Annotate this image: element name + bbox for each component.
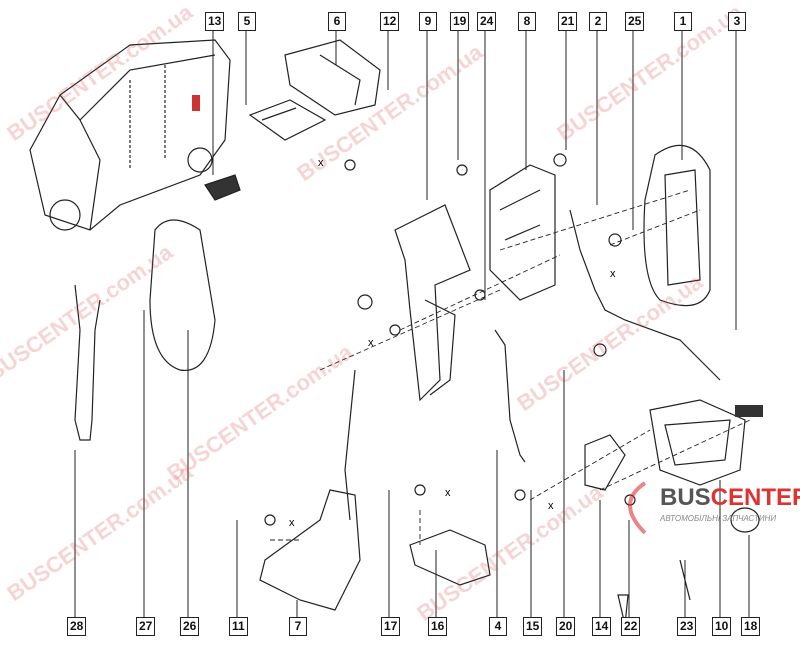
buscenter-logo: BUSCENTER АВТОМОБІЛЬНІ ЗАПЧАСТИНИ — [628, 478, 800, 535]
logo-name-a: BUS — [660, 484, 711, 511]
callout-12: 12 — [380, 12, 400, 31]
callout-23: 23 — [677, 617, 697, 636]
callout-19: 19 — [450, 12, 470, 31]
callout-15: 15 — [523, 617, 543, 636]
callout-2: 2 — [589, 12, 607, 31]
part-4 — [494, 329, 526, 463]
cross-mark: x — [610, 268, 616, 280]
cross-mark: x — [445, 487, 451, 499]
callout-25: 25 — [625, 12, 645, 31]
callout-18: 18 — [741, 617, 761, 636]
part-5 — [248, 99, 327, 141]
callout-17: 17 — [381, 617, 401, 636]
part-22 — [617, 594, 629, 626]
callout-16: 16 — [428, 617, 448, 636]
part-28 — [74, 284, 101, 441]
part-2-3-rods — [569, 209, 721, 381]
part-14 — [584, 434, 626, 491]
part-9-lever — [424, 299, 456, 396]
callout-13: 13 — [205, 12, 225, 31]
rod — [344, 369, 356, 521]
callout-8: 8 — [518, 12, 536, 31]
part-9 — [394, 204, 471, 402]
part-16 — [409, 529, 491, 586]
cross-mark: x — [289, 517, 295, 529]
callout-3: 3 — [728, 12, 746, 31]
cross-mark: x — [368, 337, 374, 349]
callout-22: 22 — [621, 617, 641, 636]
callout-14: 14 — [592, 617, 612, 636]
door-module — [149, 219, 216, 371]
part-18 — [730, 507, 760, 533]
callout-4: 4 — [489, 617, 507, 636]
callout-20: 20 — [556, 617, 576, 636]
callout-11: 11 — [229, 617, 248, 636]
callout-26: 26 — [180, 617, 200, 636]
callout-7: 7 — [289, 617, 307, 636]
callout-10: 10 — [712, 617, 732, 636]
part-13 — [204, 174, 241, 201]
callout-21: 21 — [558, 12, 578, 31]
van-illustration — [29, 39, 231, 231]
part-7 — [259, 489, 361, 611]
callout-5: 5 — [238, 12, 256, 31]
part-10 — [649, 399, 746, 486]
assembly-lines — [270, 189, 751, 545]
part-1 — [643, 144, 711, 307]
logo-name-b: CENTER — [710, 484, 800, 511]
cross-mark: x — [548, 500, 554, 512]
callout-28: 28 — [67, 617, 87, 636]
part-8 — [489, 164, 556, 301]
logo-subtitle: АВТОМОБІЛЬНІ ЗАПЧАСТИНИ — [660, 514, 777, 523]
part-6 — [284, 39, 381, 116]
callout-6: 6 — [328, 12, 346, 31]
callout-27: 27 — [136, 617, 156, 636]
callout-24: 24 — [477, 12, 497, 31]
cross-mark: x — [318, 157, 324, 169]
callout-9: 9 — [419, 12, 437, 31]
screws — [264, 153, 636, 526]
callout-1: 1 — [674, 12, 692, 31]
